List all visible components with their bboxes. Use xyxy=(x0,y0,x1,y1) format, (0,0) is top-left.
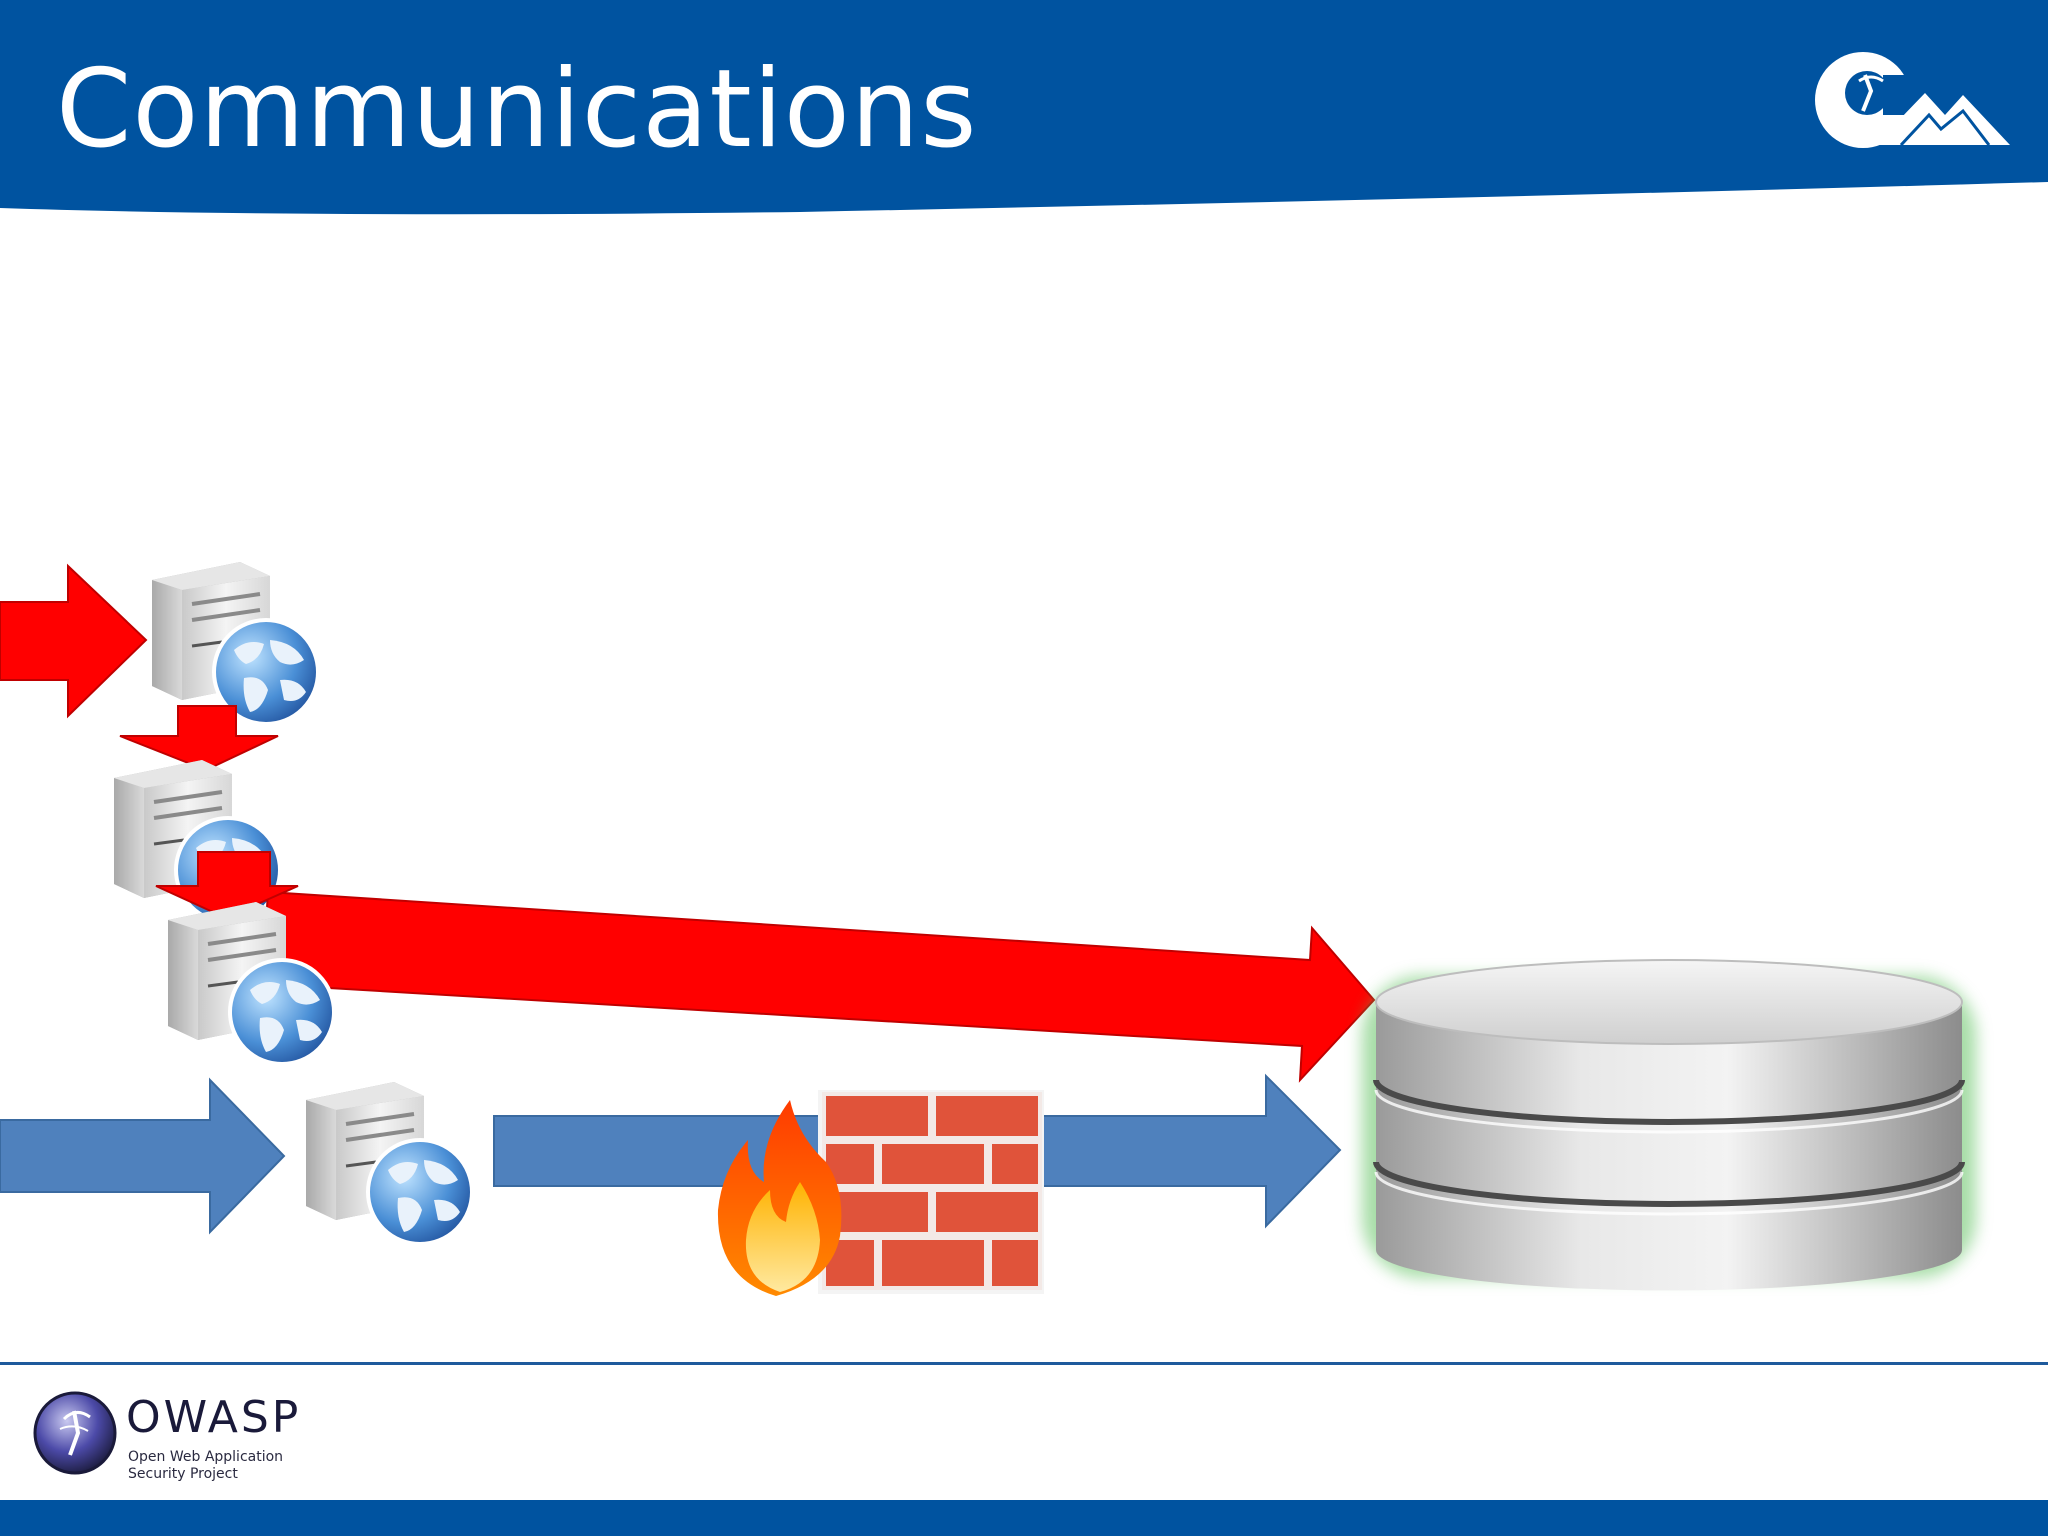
footer-band xyxy=(0,1500,2048,1536)
owasp-tagline: Open Web Application Security Project xyxy=(128,1449,328,1483)
attack-arrow-entry xyxy=(0,563,148,719)
footer-divider xyxy=(0,1362,2048,1365)
owasp-wordmark: OWASP xyxy=(126,1392,302,1443)
attack-arrow-down-2 xyxy=(155,851,299,920)
attack-arrow-down-1 xyxy=(119,705,279,772)
header-band xyxy=(0,0,2048,215)
web-server-icon xyxy=(304,1080,474,1246)
owasp-tagline-line-1: Open Web Application xyxy=(128,1449,284,1465)
owasp-tagline-line-2: Security Project xyxy=(128,1466,238,1482)
attack-arrow-to-database xyxy=(260,890,1376,1083)
owasp-globe-icon xyxy=(33,1391,117,1475)
normal-arrow-entry xyxy=(0,1077,286,1235)
firewall-icon xyxy=(717,1090,1044,1296)
mountain-logo-icon xyxy=(1815,52,2010,148)
database-icon xyxy=(1362,959,1976,1291)
slide-title: Communications xyxy=(56,47,978,172)
web-server-icon xyxy=(150,560,320,726)
